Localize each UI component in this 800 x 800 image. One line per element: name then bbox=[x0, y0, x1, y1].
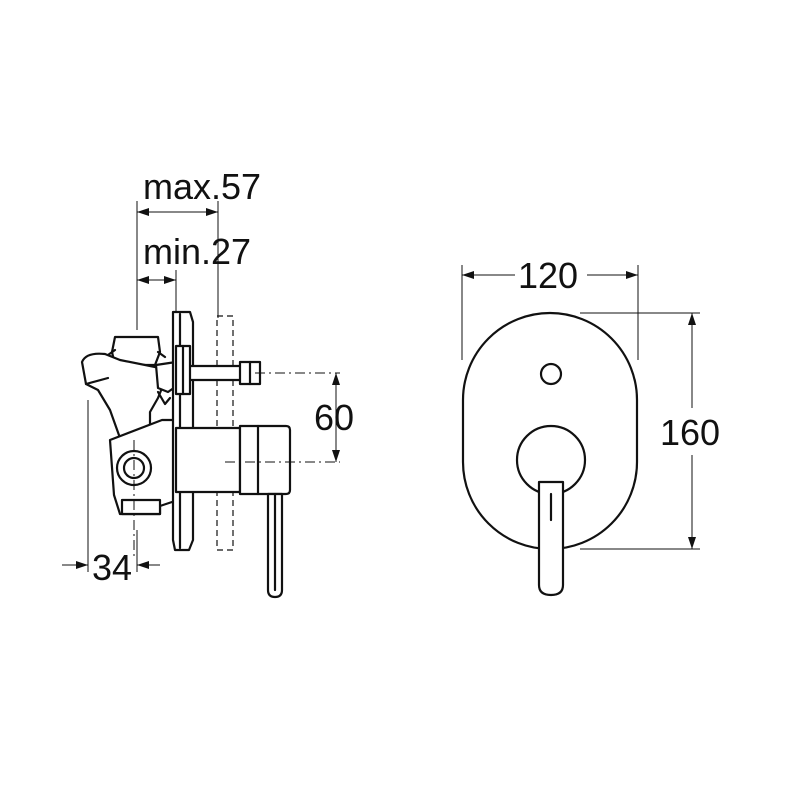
lever-handle-front bbox=[537, 480, 565, 597]
spindle-height-label: 60 bbox=[314, 397, 354, 438]
diverter-knob bbox=[539, 362, 563, 386]
cartridge-housing bbox=[174, 424, 292, 496]
plate-width-label: 120 bbox=[518, 255, 578, 296]
plate-height-dimension: 160 bbox=[580, 312, 720, 550]
min-depth-label: min.27 bbox=[143, 231, 251, 272]
max-depth-dimension: max.57 bbox=[136, 166, 261, 330]
body-depth-dimension: 34 bbox=[62, 400, 160, 588]
side-view: max.57 min.27 bbox=[62, 166, 354, 599]
plate-height-label: 160 bbox=[660, 412, 720, 453]
diverter-spindle bbox=[174, 344, 262, 396]
body-depth-label: 34 bbox=[92, 547, 132, 588]
front-view: 120 160 bbox=[461, 255, 720, 597]
valve-body bbox=[80, 335, 180, 516]
centre-lines bbox=[133, 372, 340, 560]
max-depth-label: max.57 bbox=[143, 166, 261, 207]
min-depth-dimension: min.27 bbox=[137, 231, 251, 314]
spindle-height-dimension: 60 bbox=[314, 373, 354, 462]
plate-width-dimension: 120 bbox=[461, 255, 639, 360]
lever-handle bbox=[266, 492, 284, 599]
